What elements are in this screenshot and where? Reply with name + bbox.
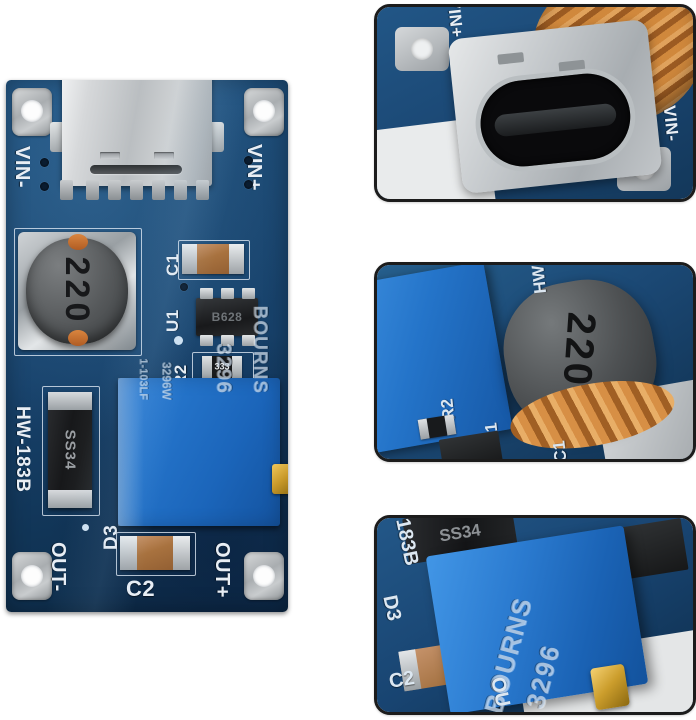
- silk-label-out-pos: OUT+: [211, 542, 233, 598]
- usbc-pin: [86, 180, 99, 200]
- sot-lead: [242, 335, 255, 346]
- inset-3-silk-d3: D3: [378, 593, 406, 623]
- usbc-shell: [62, 80, 212, 186]
- inset-2-inductor: 220: [493, 269, 680, 459]
- c2-footprint: [116, 532, 196, 576]
- capacitor-c2: [120, 536, 190, 570]
- via-vin-neg-1: [40, 158, 49, 167]
- inset-3-silk-c2: C2: [387, 667, 417, 693]
- silk-label-r2: R2: [171, 364, 190, 387]
- mounting-pad-top-right: [244, 88, 284, 136]
- sot-lead: [200, 335, 213, 346]
- inductor-copper-bottom: [68, 330, 88, 346]
- via-vin-neg-2: [40, 182, 49, 191]
- mounting-pad-bottom-left: [12, 552, 52, 600]
- inductor-footprint: [14, 228, 142, 356]
- c1-footprint: [178, 240, 250, 280]
- pot-brand-text: BOURNS: [249, 305, 270, 394]
- silk-label-c1: C1: [163, 253, 182, 276]
- ic-marking: B628: [211, 310, 243, 324]
- resistor-r2: 333: [202, 356, 242, 378]
- sot-lead: [221, 335, 234, 346]
- potentiometer-bourns-3296[interactable]: BOURNS 3296 3296W 1-103LF: [118, 306, 288, 526]
- ic-u1-mt3608: B628: [196, 288, 258, 346]
- sot-lead: [221, 288, 234, 299]
- usbc-pin: [196, 180, 209, 200]
- d3-footprint: [42, 386, 100, 516]
- usbc-pin: [60, 180, 73, 200]
- pot-adjust-screw[interactable]: [272, 464, 288, 494]
- inset-2-inductor-marking: 220: [554, 310, 604, 390]
- usbc-pin: [152, 180, 165, 200]
- silk-label-d3: D3: [101, 524, 122, 550]
- usbc-pin: [130, 180, 143, 200]
- inset-1-photo: VIN+ VIN-: [377, 7, 693, 199]
- inset-1-mounting-pad-left: [395, 27, 449, 71]
- silk-label-u1: U1: [163, 309, 182, 332]
- silk-label-vin-pos: VIN+: [243, 144, 265, 192]
- diode-d3-ss34: SS34: [48, 392, 92, 508]
- u1-pin1-marker: [174, 336, 183, 345]
- usbc-pin: [108, 180, 121, 200]
- inductor-solder-base: [18, 232, 136, 350]
- inset-2-silk-hw: HW: [528, 264, 551, 295]
- via-vin-pos-1: [244, 156, 253, 165]
- inset-inductor: 220 R2 U1 C1 HW: [374, 262, 696, 462]
- usbc-vent-slot-left: [100, 152, 120, 159]
- usbc-pin: [174, 180, 187, 200]
- r2-footprint: [192, 352, 254, 384]
- silk-label-board-id: HW-183B: [12, 406, 33, 493]
- inset-1-usbc-notch-left: [497, 52, 525, 65]
- pot-sub-text-1: 3296W: [160, 361, 174, 400]
- diode-anode-band: [48, 490, 92, 508]
- silk-label-c2: C2: [126, 576, 156, 601]
- pot-sub-text-2: 1-103LF: [138, 358, 150, 400]
- inductor-220: 220: [18, 232, 136, 350]
- silk-label-vin-neg: VIN-: [11, 146, 33, 188]
- mounting-pad-top-left: [12, 88, 52, 136]
- pot-model-text: 3296: [213, 343, 236, 394]
- via-r2-1: [194, 386, 202, 394]
- main-board-photo: VIN- VIN+ 220 C1 U1 B6: [0, 56, 292, 616]
- inset-3-diode-marking: SS34: [437, 520, 483, 546]
- mounting-pad-bottom-right: [244, 552, 284, 600]
- usbc-front-lip: [90, 165, 182, 174]
- sot-lead: [242, 288, 255, 299]
- inset-1-silk-vin-neg: VIN-: [659, 104, 683, 143]
- inset-1-usbc-port-opening: [476, 69, 635, 171]
- inset-usb-c-connector: VIN+ VIN-: [374, 4, 696, 202]
- usbc-vent-slot-right: [154, 152, 174, 159]
- inductor-copper-top: [68, 234, 88, 250]
- inset-1-silk-vin-pos: VIN+: [443, 4, 467, 39]
- inset-2-photo: 220 R2 U1 C1 HW: [377, 265, 693, 459]
- d3-polarity-dot: [82, 524, 89, 531]
- inset-1-usbc-notch-right: [558, 59, 586, 73]
- silk-label-out-neg: OUT-: [47, 542, 69, 592]
- inductor-marking: 220: [58, 256, 96, 326]
- pcb-substrate: VIN- VIN+ 220 C1 U1 B6: [6, 80, 288, 612]
- inset-2-silk-c1: C1: [549, 439, 571, 462]
- inset-3-photo: SS34 BOURNS 3296 183B C2 D3 OU: [377, 518, 693, 712]
- diode-marking: SS34: [61, 429, 79, 471]
- resistor-marking: 333: [214, 361, 230, 372]
- via-vin-pos-2: [244, 180, 253, 189]
- capacitor-c1: [182, 244, 244, 274]
- sot-lead: [200, 288, 213, 299]
- usbc-shield-tab-left: [50, 122, 68, 152]
- inductor-core: [26, 238, 128, 344]
- diode-cathode-band: [48, 392, 92, 410]
- via-r2-2: [222, 386, 230, 394]
- usb-c-connector: [50, 80, 224, 200]
- usbc-shield-tab-right: [206, 122, 224, 152]
- via-u1: [180, 283, 188, 291]
- inset-potentiometer: SS34 BOURNS 3296 183B C2 D3 OU: [374, 515, 696, 715]
- inset-1-usbc-shell: [447, 18, 663, 195]
- inset-3-pot-adjust-screw: [589, 663, 631, 711]
